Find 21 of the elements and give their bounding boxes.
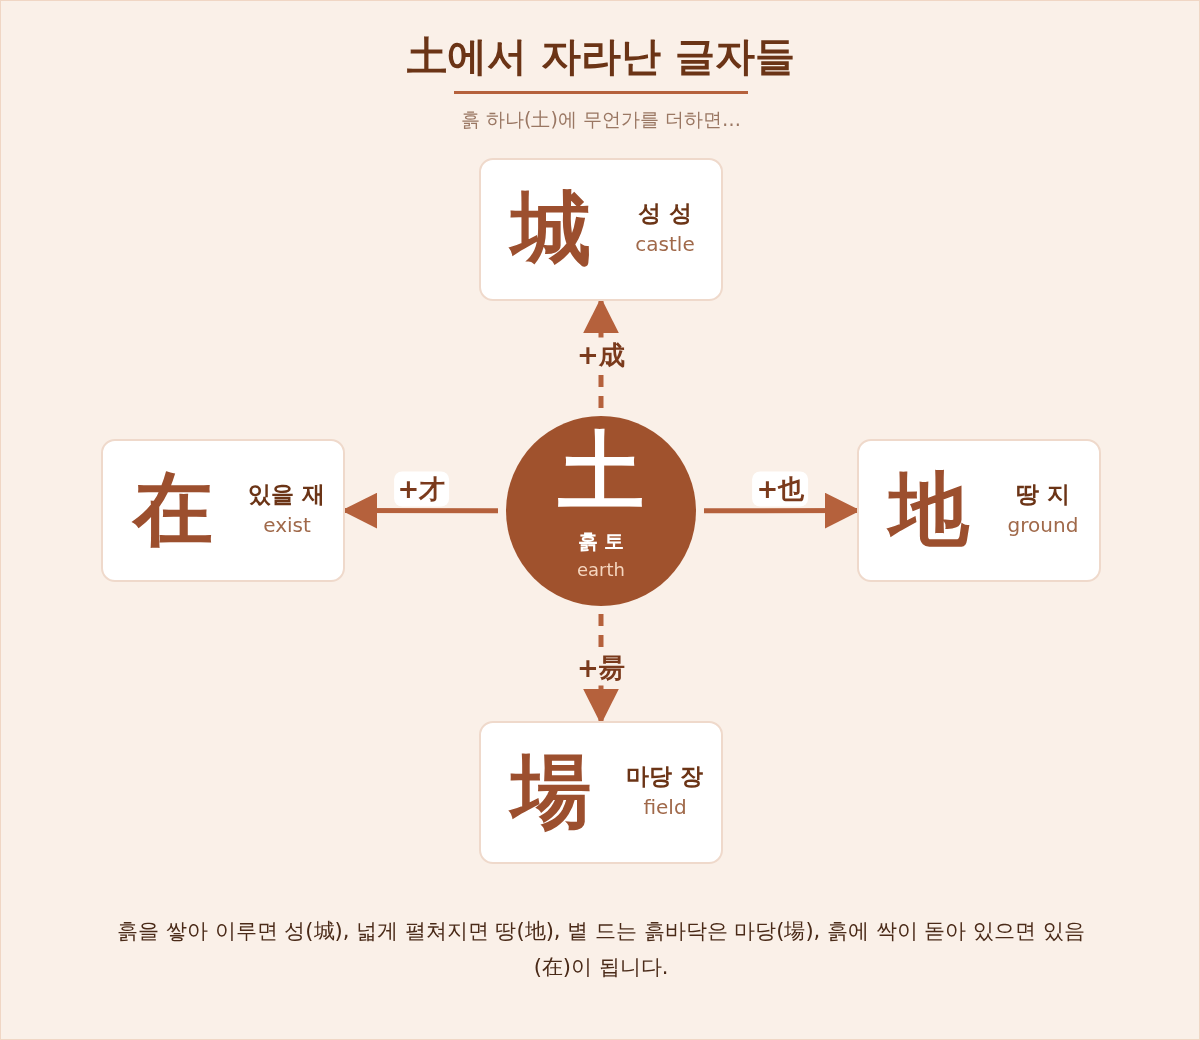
meaning-text: field — [642, 795, 688, 819]
hanja-character: 土 — [557, 428, 645, 514]
character-card — [479, 158, 723, 301]
hanja-character: 在 — [133, 469, 213, 549]
title: 土에서 자라난 글자들 — [406, 32, 796, 81]
edge-label: +也 — [752, 471, 809, 507]
character-card — [101, 439, 345, 582]
caption: 흙을 쌓아 이루면 성(城), 넓게 펼쳐지면 땅(地), 볕 드는 흙바닥은 마당(場), 흙에 싹이 돋아 있으면 있음(在)이 됩니다. — [116, 918, 1086, 981]
reading-text: 마당 장 — [625, 762, 705, 791]
reading-text: 흙 토 — [576, 528, 626, 555]
character-card — [479, 721, 723, 864]
meaning-text: ground — [1006, 513, 1080, 537]
meaning-text: earth — [576, 559, 626, 580]
subtitle: 흙 하나(土)에 무언가를 더하면… — [460, 107, 742, 132]
edge-label: +才 — [393, 471, 450, 507]
reading-text: 땅 지 — [1015, 480, 1071, 509]
character-card — [857, 439, 1101, 582]
reading-text: 있을 재 — [247, 480, 327, 509]
meaning-text: castle — [634, 232, 696, 256]
meaning-text: exist — [262, 513, 312, 537]
reading-text: 성 성 — [637, 199, 693, 228]
